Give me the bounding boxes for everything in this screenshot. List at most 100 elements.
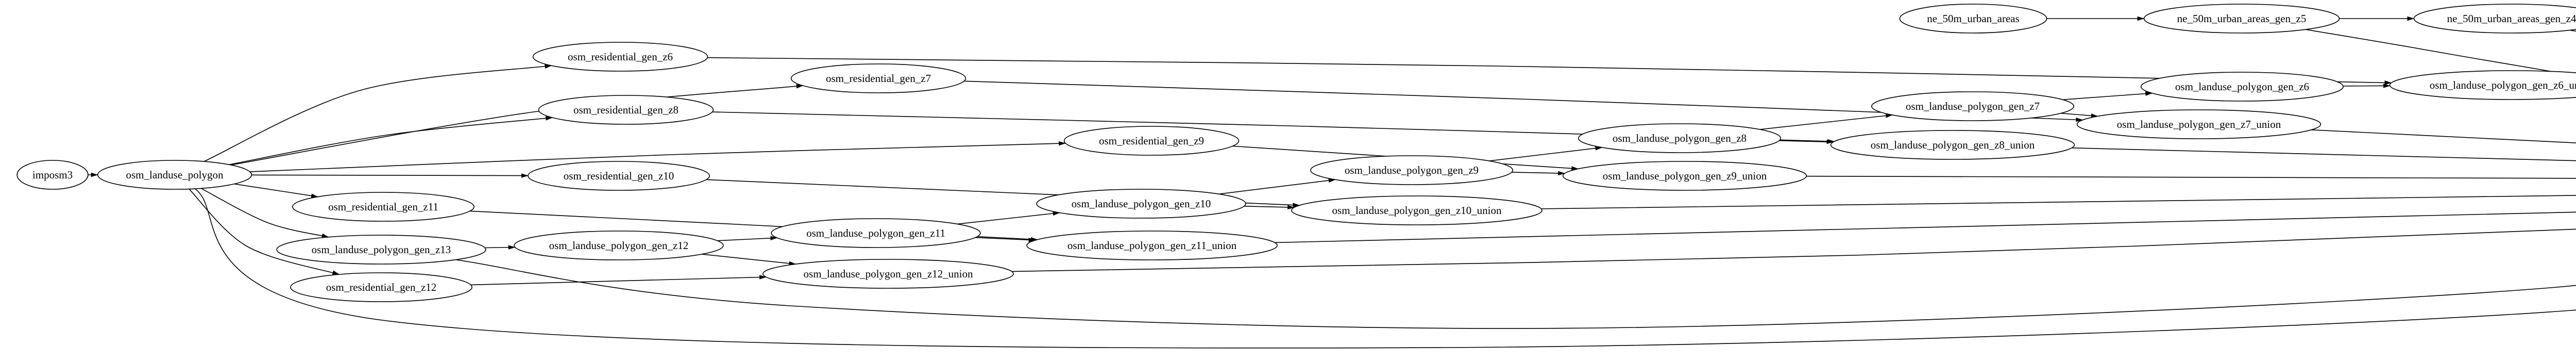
node-ellipse-osm_residential_gen_z8 xyxy=(538,95,714,125)
node-label-osm_landuse_polygon_gen_z7_union: osm_landuse_polygon_gen_z7_union xyxy=(2117,118,2281,130)
node-osm_landuse_polygon_gen_z10_union: osm_landuse_polygon_gen_z10_union xyxy=(1291,195,1543,225)
edge-osm_landuse_polygon_gen_z13-osm_landuse_polygon_gen_z12 xyxy=(485,245,516,250)
node-label-osm_residential_gen_z6: osm_residential_gen_z6 xyxy=(568,51,673,63)
edge-osm_landuse_polygon_gen_z12_union-layer_landuse-z12 xyxy=(1011,228,2576,272)
node-ellipse-osm_landuse_polygon_gen_z10 xyxy=(1036,189,1246,219)
node-label-osm_landuse_polygon: osm_landuse_polygon xyxy=(126,169,224,181)
node-label-osm_landuse_polygon_gen_z10_union: osm_landuse_polygon_gen_z10_union xyxy=(1332,204,1502,217)
node-ellipse-ne_50m_urban_areas_gen_z4 xyxy=(2413,4,2576,34)
node-ellipse-osm_landuse_polygon_gen_z12 xyxy=(514,231,724,260)
node-label-osm_landuse_polygon_gen_z12_union: osm_landuse_polygon_gen_z12_union xyxy=(804,268,973,280)
node-osm_landuse_polygon_gen_z9_union: osm_landuse_polygon_gen_z9_union xyxy=(1562,161,1807,191)
edge-osm_landuse_polygon_gen_z11_union-layer_landuse-z11 xyxy=(1275,211,2576,243)
edge-osm_landuse_polygon_gen_z8_union-layer_landuse-z8 xyxy=(2072,147,2576,161)
node-label-osm_landuse_polygon_gen_z6_union: osm_landuse_polygon_gen_z6_union xyxy=(2430,79,2576,91)
node-osm_landuse_polygon_gen_z7_union: osm_landuse_polygon_gen_z7_union xyxy=(2076,109,2321,139)
edge-osm_landuse_polygon_gen_z9_union-layer_landuse-z9 xyxy=(1806,175,2576,179)
node-osm_residential_gen_z12: osm_residential_gen_z12 xyxy=(290,272,472,302)
edge-osm_landuse_polygon_gen_z9-osm_landuse_polygon_gen_z8 xyxy=(1489,146,1603,161)
node-osm_residential_gen_z11: osm_residential_gen_z11 xyxy=(292,192,474,222)
edge-osm_landuse_polygon_gen_z7-osm_landuse_polygon_gen_z7_union xyxy=(2061,112,2098,118)
node-ellipse-osm_landuse_polygon_gen_z7_union xyxy=(2076,109,2321,139)
node-ellipse-osm_residential_gen_z6 xyxy=(532,42,708,72)
edge-osm_landuse_polygon_gen_z7-osm_landuse_polygon_gen_z6 xyxy=(2062,91,2153,101)
node-osm_residential_gen_z7: osm_residential_gen_z7 xyxy=(790,63,967,93)
node-osm_residential_gen_z10: osm_residential_gen_z10 xyxy=(528,161,710,191)
node-ellipse-osm_residential_gen_z12 xyxy=(290,272,472,302)
node-label-osm_residential_gen_z10: osm_residential_gen_z10 xyxy=(564,170,674,182)
node-ellipse-osm_residential_gen_z10 xyxy=(528,161,710,191)
edge-osm_landuse_polygon_gen_z8-osm_landuse_polygon_gen_z7 xyxy=(1759,113,1893,130)
node-label-osm_landuse_polygon_gen_z9: osm_landuse_polygon_gen_z9 xyxy=(1345,164,1479,176)
node-ne_50m_urban_areas: ne_50m_urban_areas xyxy=(1899,4,2047,34)
edge-osm_landuse_polygon_gen_z10-osm_landuse_polygon_gen_z9 xyxy=(1218,178,1336,195)
node-label-osm_landuse_polygon_gen_z6: osm_landuse_polygon_gen_z6 xyxy=(2175,80,2309,93)
edge-osm_landuse_polygon_gen_z10-osm_landuse_polygon_gen_z10_union xyxy=(1244,205,1295,210)
edge-osm_landuse_polygon-osm_residential_gen_z11 xyxy=(234,183,319,198)
node-ellipse-osm_landuse_polygon_gen_z9_union xyxy=(1562,161,1807,191)
node-label-osm_landuse_polygon_gen_z8: osm_landuse_polygon_gen_z8 xyxy=(1613,132,1747,144)
node-label-osm_residential_gen_z8: osm_residential_gen_z8 xyxy=(573,104,679,116)
node-imposm3: imposm3 xyxy=(16,160,89,190)
edge-osm_landuse_polygon-osm_residential_gen_z12 xyxy=(189,188,340,275)
node-label-ne_50m_urban_areas_gen_z4: ne_50m_urban_areas_gen_z4 xyxy=(2447,12,2576,25)
node-ellipse-osm_landuse_polygon_gen_z10_union xyxy=(1291,195,1543,225)
node-ellipse-ne_50m_urban_areas xyxy=(1899,4,2047,34)
node-osm_landuse_polygon_gen_z11: osm_landuse_polygon_gen_z11 xyxy=(771,218,981,248)
edge-osm_landuse_polygon-osm_residential_gen_z6 xyxy=(204,64,552,162)
node-osm_landuse_polygon_gen_z6_union: osm_landuse_polygon_gen_z6_union xyxy=(2389,70,2576,100)
node-label-osm_landuse_polygon_gen_z10: osm_landuse_polygon_gen_z10 xyxy=(1072,198,1211,210)
node-ellipse-osm_residential_gen_z11 xyxy=(292,192,474,222)
node-label-osm_residential_gen_z7: osm_residential_gen_z7 xyxy=(826,72,931,85)
node-osm_residential_gen_z9: osm_residential_gen_z9 xyxy=(1063,126,1240,156)
node-ellipse-osm_landuse_polygon_gen_z9 xyxy=(1310,155,1514,185)
edge-ne_50m_urban_areas_gen_z5-layer_landuse-z5 xyxy=(2306,29,2576,77)
node-osm_landuse_polygon_gen_z13: osm_landuse_polygon_gen_z13 xyxy=(276,235,486,265)
node-osm_residential_gen_z8: osm_residential_gen_z8 xyxy=(538,95,714,125)
edge-osm_landuse_polygon-osm_residential_gen_z9 xyxy=(249,141,1066,172)
edge-osm_landuse_polygon-osm_landuse_polygon_gen_z13 xyxy=(200,188,329,238)
node-osm_landuse_polygon_gen_z12: osm_landuse_polygon_gen_z12 xyxy=(514,231,724,260)
node-osm_landuse_polygon: osm_landuse_polygon xyxy=(97,160,252,190)
node-ellipse-osm_landuse_polygon_gen_z12_union xyxy=(762,259,1014,289)
edge-osm_landuse_polygon-layer_landuse-z14+ xyxy=(194,188,2576,349)
edges-layer xyxy=(88,16,2576,349)
edge-osm_landuse_polygon_gen_z12-osm_landuse_polygon_gen_z12_union xyxy=(702,254,796,266)
node-osm_landuse_polygon_gen_z6: osm_landuse_polygon_gen_z6 xyxy=(2140,72,2344,102)
node-label-imposm3: imposm3 xyxy=(32,169,73,181)
edge-osm_landuse_polygon_gen_z9-osm_landuse_polygon_gen_z9_union xyxy=(1512,171,1566,176)
node-label-ne_50m_urban_areas_gen_z5: ne_50m_urban_areas_gen_z5 xyxy=(2177,12,2307,25)
edge-osm_landuse_polygon_gen_z7_union-layer_landuse-z7 xyxy=(2311,129,2576,143)
edge-osm_residential_gen_z12-osm_landuse_polygon_gen_z12_union xyxy=(470,275,767,286)
node-ne_50m_urban_areas_gen_z5: ne_50m_urban_areas_gen_z5 xyxy=(2143,4,2340,34)
edge-osm_landuse_polygon_gen_z13-layer_landuse-z13 xyxy=(455,259,2576,329)
node-ellipse-osm_landuse_polygon_gen_z11 xyxy=(771,218,981,248)
node-label-osm_landuse_polygon_gen_z11: osm_landuse_polygon_gen_z11 xyxy=(806,227,945,239)
node-label-ne_50m_urban_areas: ne_50m_urban_areas xyxy=(1927,12,2020,25)
node-ellipse-osm_landuse_polygon_gen_z8 xyxy=(1578,123,1782,153)
node-ellipse-imposm3 xyxy=(16,160,89,190)
node-osm_landuse_polygon_gen_z10: osm_landuse_polygon_gen_z10 xyxy=(1036,189,1246,219)
node-label-osm_landuse_polygon_gen_z7: osm_landuse_polygon_gen_z7 xyxy=(1906,100,2040,112)
node-ellipse-osm_residential_gen_z7 xyxy=(790,63,967,93)
node-ellipse-osm_landuse_polygon xyxy=(97,160,252,190)
node-ellipse-osm_landuse_polygon_gen_z6_union xyxy=(2389,70,2576,100)
node-ellipse-osm_landuse_polygon_gen_z13 xyxy=(276,235,486,265)
node-label-osm_residential_gen_z12: osm_residential_gen_z12 xyxy=(326,281,437,293)
node-osm_landuse_polygon_gen_z8: osm_landuse_polygon_gen_z8 xyxy=(1578,123,1782,153)
node-osm_landuse_polygon_gen_z8_union: osm_landuse_polygon_gen_z8_union xyxy=(1830,130,2075,160)
node-osm_landuse_polygon_gen_z7: osm_landuse_polygon_gen_z7 xyxy=(1871,91,2075,121)
node-osm_landuse_polygon_gen_z12_union: osm_landuse_polygon_gen_z12_union xyxy=(762,259,1014,289)
node-ellipse-osm_landuse_polygon_gen_z8_union xyxy=(1830,130,2075,160)
node-osm_landuse_polygon_gen_z11_union: osm_landuse_polygon_gen_z11_union xyxy=(1026,231,1278,260)
node-label-osm_landuse_polygon_gen_z9_union: osm_landuse_polygon_gen_z9_union xyxy=(1603,170,1767,182)
node-osm_landuse_polygon_gen_z9: osm_landuse_polygon_gen_z9 xyxy=(1310,155,1514,185)
node-ne_50m_urban_areas_gen_z4: ne_50m_urban_areas_gen_z4 xyxy=(2413,4,2576,34)
node-osm_residential_gen_z6: osm_residential_gen_z6 xyxy=(532,42,708,72)
node-label-osm_residential_gen_z11: osm_residential_gen_z11 xyxy=(328,201,438,213)
edge-osm_landuse_polygon-osm_residential_gen_z8 xyxy=(229,116,553,165)
node-ellipse-osm_residential_gen_z9 xyxy=(1063,126,1240,156)
node-ellipse-osm_landuse_polygon_gen_z11_union xyxy=(1026,231,1278,260)
